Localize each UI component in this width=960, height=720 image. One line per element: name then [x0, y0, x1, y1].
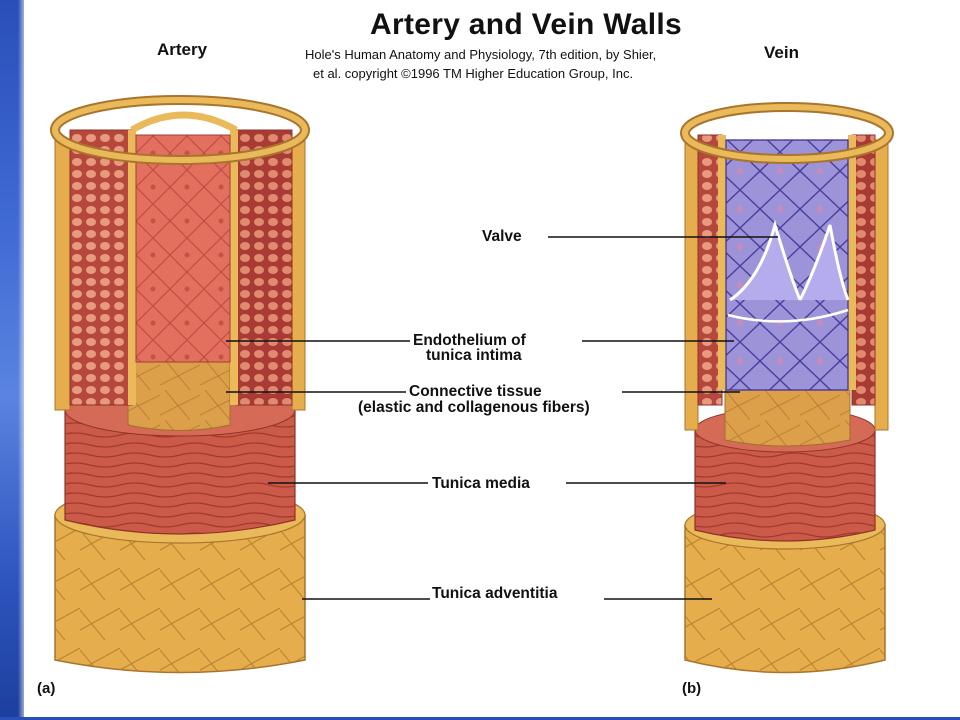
panel-letter-b: (b): [682, 680, 702, 697]
panel-letter-a: (a): [37, 680, 56, 697]
artery-illustration: [50, 95, 310, 674]
label-connective-line-1: Connective tissue: [409, 383, 542, 400]
label-endothelium-line-2: tunica intima: [426, 347, 522, 364]
vein-heading: Vein: [764, 43, 799, 62]
diagram-title: Artery and Vein Walls: [370, 8, 682, 41]
artery-heading: Artery: [157, 40, 208, 59]
vein-illustration: [680, 102, 894, 674]
label-tunica-media: Tunica media: [432, 475, 530, 492]
label-tunica-adventitia: Tunica adventitia: [432, 585, 558, 602]
slide-accent-bar: [0, 0, 24, 720]
credit-line-1: Hole's Human Anatomy and Physiology, 7th…: [305, 47, 657, 62]
label-connective-line-2: (elastic and collagenous fibers): [358, 399, 590, 416]
slide-bottom-strip: [0, 717, 960, 720]
label-valve: Valve: [482, 228, 522, 245]
credit-line-2: et al. copyright ©1996 TM Higher Educati…: [313, 66, 634, 81]
label-endothelium-line-1: Endothelium of: [413, 332, 526, 349]
leader-lines: [226, 236, 778, 600]
